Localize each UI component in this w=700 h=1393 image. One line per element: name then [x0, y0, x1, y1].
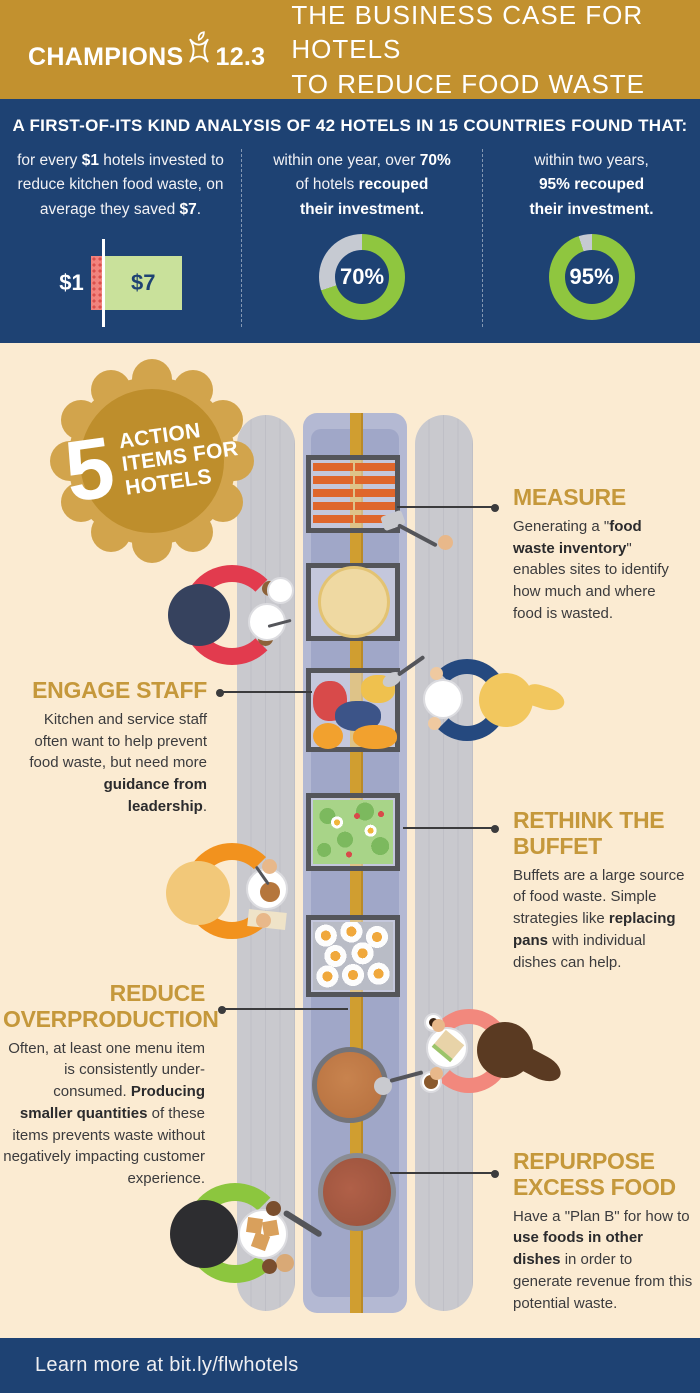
two-year-donut-label: 95% [569, 264, 614, 290]
page-title-line1: THE BUSINESS CASE FOR HOTELS [291, 0, 644, 65]
stat-one-year-text: within one year, over 70% of hotels reco… [273, 152, 451, 218]
plate [267, 577, 294, 604]
diner-blonde-head [479, 673, 533, 727]
action-engage-staff-body: Kitchen and service staff often want to … [29, 710, 207, 815]
right-bench [415, 415, 473, 1311]
roi-bar-divider [101, 239, 105, 328]
orange-slices [313, 723, 343, 749]
stat-roi-column: for every $1 hotels invested to reduce k… [0, 149, 241, 328]
roi-bar-large-label: $7 [130, 270, 156, 296]
reduce-overproduction-connector-line [218, 1005, 348, 1014]
hand [430, 667, 443, 680]
one-year-donut-hole [335, 250, 389, 305]
salad-tray [306, 793, 400, 871]
findings-columns: for every $1 hotels invested to reduce k… [0, 149, 700, 328]
hand [432, 1019, 445, 1032]
five-action-items-badge: 5 ACTION ITEMS FOR HOTELS [47, 356, 257, 566]
action-rethink-buffet-body: Buffets are a large source of food waste… [513, 866, 685, 971]
logo-champions-text: CHAMPIONS [28, 43, 184, 71]
stew-pot [318, 1153, 396, 1231]
fruit-tray [306, 668, 400, 752]
rethink-buffet-connector-line [403, 824, 499, 833]
champions-12-3-logo: CHAMPIONS 12.3 [28, 29, 265, 70]
action-measure-body: Generating a "food waste inventory" enab… [513, 517, 669, 622]
two-year-donut-hole [564, 250, 619, 305]
repurpose-connector-line [390, 1169, 499, 1178]
bacon-strips [313, 463, 353, 525]
hand [266, 1201, 281, 1216]
page-title: THE BUSINESS CASE FOR HOTELS TO REDUCE F… [291, 0, 700, 101]
two-year-donut-chart: 95% [548, 234, 635, 321]
roi-bar-small [90, 256, 102, 311]
badge-number: 5 [59, 418, 120, 521]
action-repurpose-excess-food-title: REPURPOSE EXCESS FOOD [513, 1148, 676, 1200]
flatbread-tray [306, 563, 400, 641]
stat-one-year-column: within one year, over 70% of hotels reco… [241, 149, 482, 327]
action-measure-title: MEASURE [513, 484, 626, 510]
action-measure: MEASURE Generating a "food waste invento… [513, 484, 685, 625]
waffle [246, 1217, 263, 1234]
footer-link[interactable]: Learn more at bit.ly/flwhotels [35, 1354, 299, 1376]
engage-staff-connector-line [216, 688, 312, 697]
badge-label: 5 ACTION ITEMS FOR HOTELS [33, 342, 270, 579]
action-rethink-buffet: RETHINK THE BUFFET Buffets are a large s… [513, 807, 688, 973]
page-title-line2: TO REDUCE FOOD WASTE [291, 68, 646, 99]
roi-bar-large: $7 [104, 256, 182, 311]
orange-slices [353, 725, 397, 749]
diner-orange-shirt-head [166, 861, 230, 925]
action-reduce-overproduction: REDUCE OVERPRODUCTION Often, at least on… [3, 980, 219, 1190]
bread-roll [260, 882, 280, 902]
header-band: CHAMPIONS 12.3 THE BUSINESS CASE FOR HOT… [0, 0, 700, 99]
fried-eggs [313, 922, 393, 990]
hand [428, 717, 441, 730]
key-findings-band: A FIRST-OF-ITS KIND ANALYSIS OF 42 HOTEL… [0, 99, 700, 343]
ladle-icon [374, 1077, 392, 1095]
plate [423, 679, 463, 719]
stat-two-year-column: within two years, 95% recouped their inv… [482, 149, 700, 327]
action-reduce-overproduction-title: REDUCE OVERPRODUCTION [3, 980, 219, 1032]
badge-text: ACTION ITEMS FOR HOTELS [117, 415, 243, 500]
action-engage-staff-title: ENGAGE STAFF [32, 677, 207, 703]
one-year-donut-label: 70% [339, 264, 385, 290]
flatbread [318, 566, 390, 638]
hand [256, 913, 271, 928]
action-repurpose-excess-food-body: Have a "Plan B" for how to use foods in … [513, 1207, 693, 1312]
diner-red-shirt-head [168, 584, 230, 646]
footer-band: Learn more at bit.ly/flwhotels [0, 1338, 700, 1393]
diner-green-shirt-head [170, 1200, 238, 1268]
cookie [276, 1254, 294, 1272]
hand [430, 1067, 443, 1080]
hand [438, 535, 453, 550]
stat-roi-text: for every $1 hotels invested to reduce k… [17, 152, 224, 218]
hand [262, 1259, 277, 1274]
action-items-canvas: 5 ACTION ITEMS FOR HOTELS MEASURE Genera… [0, 343, 700, 1338]
action-repurpose-excess-food: REPURPOSE EXCESS FOOD Have a "Plan B" fo… [513, 1148, 693, 1314]
one-year-donut-chart: 70% [319, 234, 405, 321]
apple-core-icon [186, 31, 212, 72]
salad [313, 800, 393, 864]
diner-brunette-head [477, 1022, 533, 1078]
action-engage-staff: ENGAGE STAFF Kitchen and service staff o… [25, 677, 207, 818]
action-rethink-buffet-title: RETHINK THE BUFFET [513, 807, 665, 859]
action-reduce-overproduction-body: Often, at least one menu item is consist… [3, 1039, 205, 1188]
measure-connector-line [397, 503, 499, 512]
logo-number-text: 12.3 [215, 43, 266, 71]
badge-scallop [50, 359, 254, 563]
findings-headline: A FIRST-OF-ITS KIND ANALYSIS OF 42 HOTEL… [12, 116, 688, 135]
roi-bar-small-label: $1 [59, 270, 84, 296]
fried-eggs-tray [306, 915, 400, 997]
stat-two-year-text: within two years, 95% recouped their inv… [529, 152, 654, 218]
roi-bar-chart: $1 $7 [0, 238, 241, 328]
hand [262, 859, 277, 874]
